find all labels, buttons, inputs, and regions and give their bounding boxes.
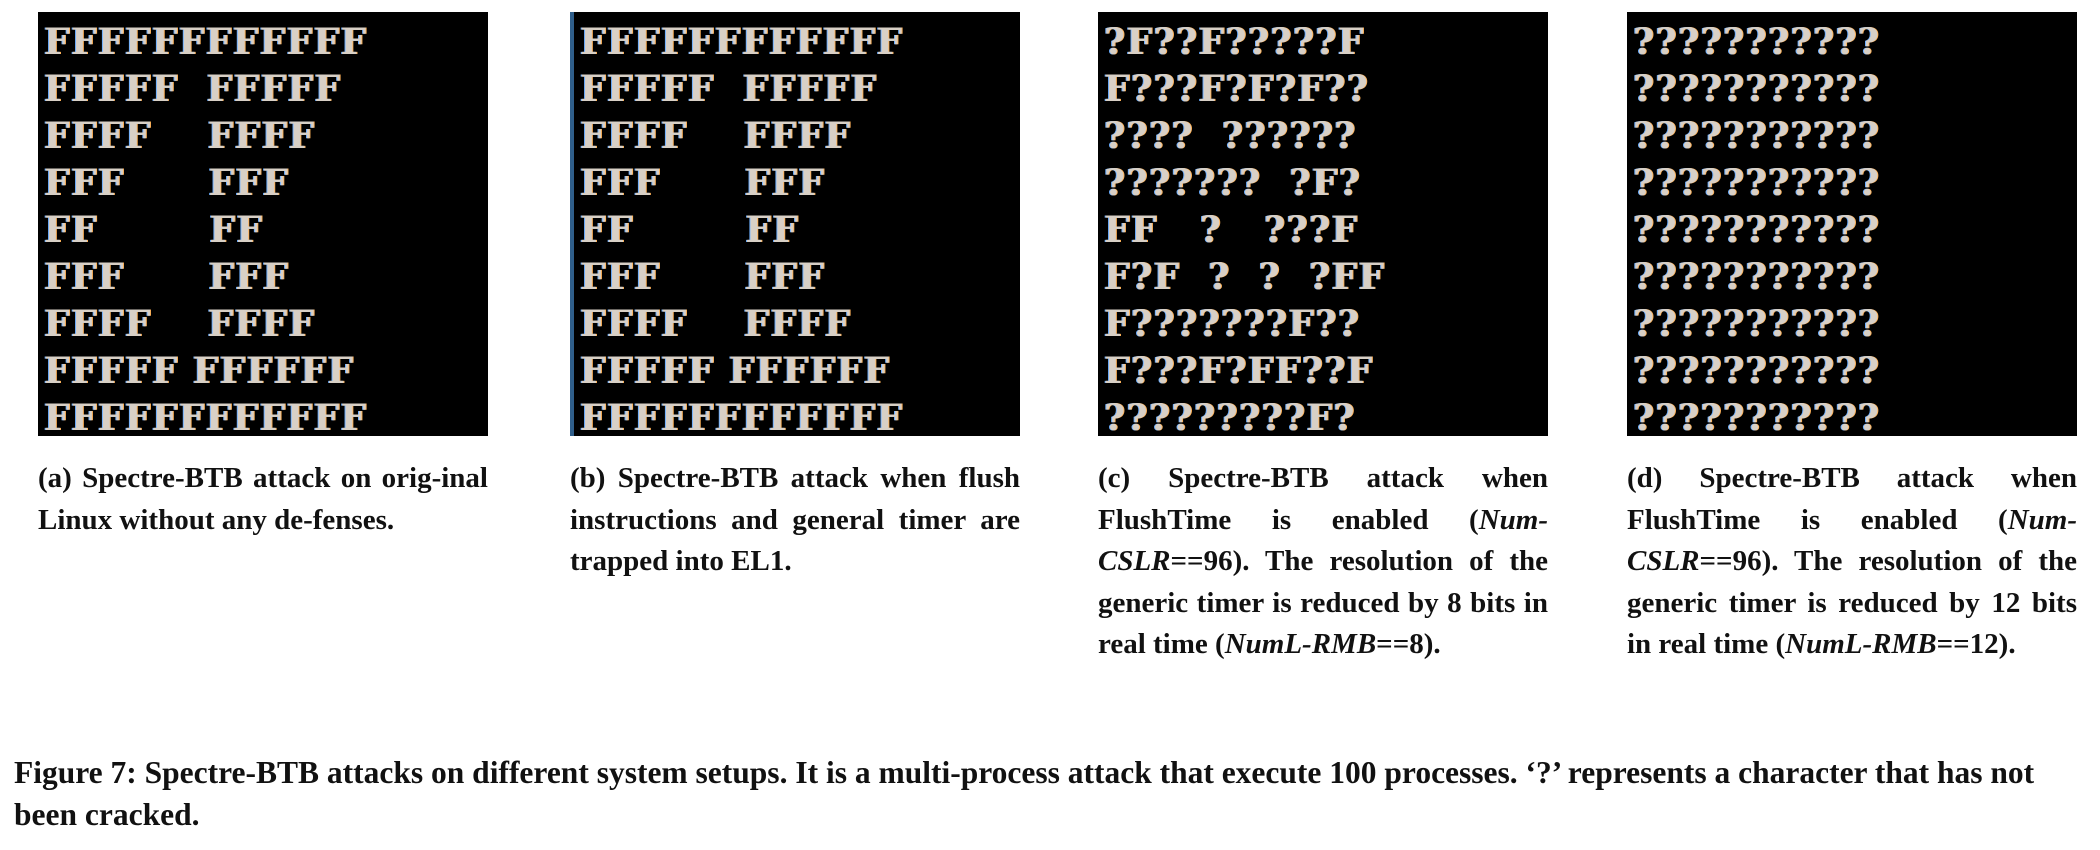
subfigure-caption-a: (a) Spectre-BTB attack on orig-inal Linu… [38,458,488,541]
terminal-row: FFFF FFFF [580,115,852,157]
terminal-screenshot-d: ??????????? ??????????? ??????????? ????… [1627,12,2077,436]
terminal-row: ??????????? [1633,350,1881,392]
terminal-row: FFFFF FFFFFF [580,350,891,392]
terminal-row: ??????????? [1633,256,1881,298]
caption-variable: NumL-RMB [1785,628,1937,660]
terminal-row: ??????????? [1633,303,1881,345]
terminal-row: ??????????? [1633,115,1881,157]
terminal-row: FFF FFF [580,256,826,298]
terminal-row: FFF FFF [44,162,290,204]
terminal-row: FFFFFFFFFFFF [44,397,368,436]
terminal-row: FFFFF FFFFFF [44,350,355,392]
caption-text: ==8). [1376,628,1441,660]
terminal-row: FFFFFFFFFFFF [44,21,368,63]
terminal-row: ??????????? [1633,21,1881,63]
caption-text: ==96). The resolution of the generic tim… [1098,545,1548,660]
terminal-row: ?F??F?????F [1104,21,1365,63]
subfigure-d: ??????????? ??????????? ??????????? ????… [1627,12,2077,666]
subfigure-c: ?F??F?????F F???F?F?F?? ???? ?????? ????… [1098,12,1548,666]
caption-text: (b) Spectre-BTB attack when flush instru… [570,462,1020,577]
terminal-row: FFFF FFFF [44,303,316,345]
terminal-row: F???F?F?F?? [1104,68,1370,110]
caption-text: (c) Spectre-BTB attack when FlushTime is… [1098,462,1548,536]
subfigure-caption-b: (b) Spectre-BTB attack when flush instru… [570,458,1020,583]
caption-text: (a) Spectre-BTB attack on orig-inal Linu… [38,462,488,536]
terminal-row: ??????????? [1633,162,1881,204]
caption-text: ==96). The resolution of the generic tim… [1627,545,2077,660]
terminal-row: FFF FFF [44,256,290,298]
terminal-row: FF ? ???F [1104,209,1359,251]
terminal-row: ??????? ?F? [1104,162,1362,204]
subfigure-caption-c: (c) Spectre-BTB attack when FlushTime is… [1098,458,1548,666]
terminal-row: F???F?FF??F [1104,350,1374,392]
terminal-row: ???? ?????? [1104,115,1357,157]
caption-variable: Num-CSLR [1627,503,2077,578]
caption-text: (d) Spectre-BTB attack when FlushTime is… [1627,462,2077,536]
terminal-row: F???????F?? [1104,303,1361,345]
terminal-row: FFFFF FFFFF [580,68,878,110]
terminal-row: F?F ? ? ?FF [1104,256,1386,298]
terminal-row: FF FF [580,209,800,251]
terminal-row: ?????????F? [1104,397,1356,436]
terminal-row: FFFFFFFFFFFF [580,21,904,63]
terminal-row: ??????????? [1633,397,1881,436]
subfigure-a: FFFFFFFFFFFF FFFFF FFFFF FFFF FFFF FFF F… [38,12,488,541]
terminal-row: FFF FFF [580,162,826,204]
terminal-row: FFFFFFFFFFFF [580,397,904,436]
terminal-row: ??????????? [1633,209,1881,251]
caption-variable: NumL-RMB [1224,628,1377,660]
terminal-row: FFFFF FFFFF [44,68,342,110]
subfigure-b: FFFFFFFFFFFF FFFFF FFFFF FFFF FFFF FFF F… [570,12,1020,583]
caption-variable: Num-CSLR [1098,503,1548,578]
caption-text: ==12). [1936,628,2016,660]
subfigure-caption-d: (d) Spectre-BTB attack when FlushTime is… [1627,458,2077,666]
terminal-row: ??????????? [1633,68,1881,110]
terminal-screenshot-a: FFFFFFFFFFFF FFFFF FFFFF FFFF FFFF FFF F… [38,12,488,436]
terminal-row: FFFF FFFF [580,303,852,345]
terminal-row: FF FF [44,209,264,251]
figure-caption: Figure 7: Spectre-BTB attacks on differe… [14,755,2035,832]
terminal-screenshot-c: ?F??F?????F F???F?F?F?? ???? ?????? ????… [1098,12,1548,436]
terminal-screenshot-b: FFFFFFFFFFFF FFFFF FFFFF FFFF FFFF FFF F… [570,12,1020,436]
terminal-row: FFFF FFFF [44,115,316,157]
